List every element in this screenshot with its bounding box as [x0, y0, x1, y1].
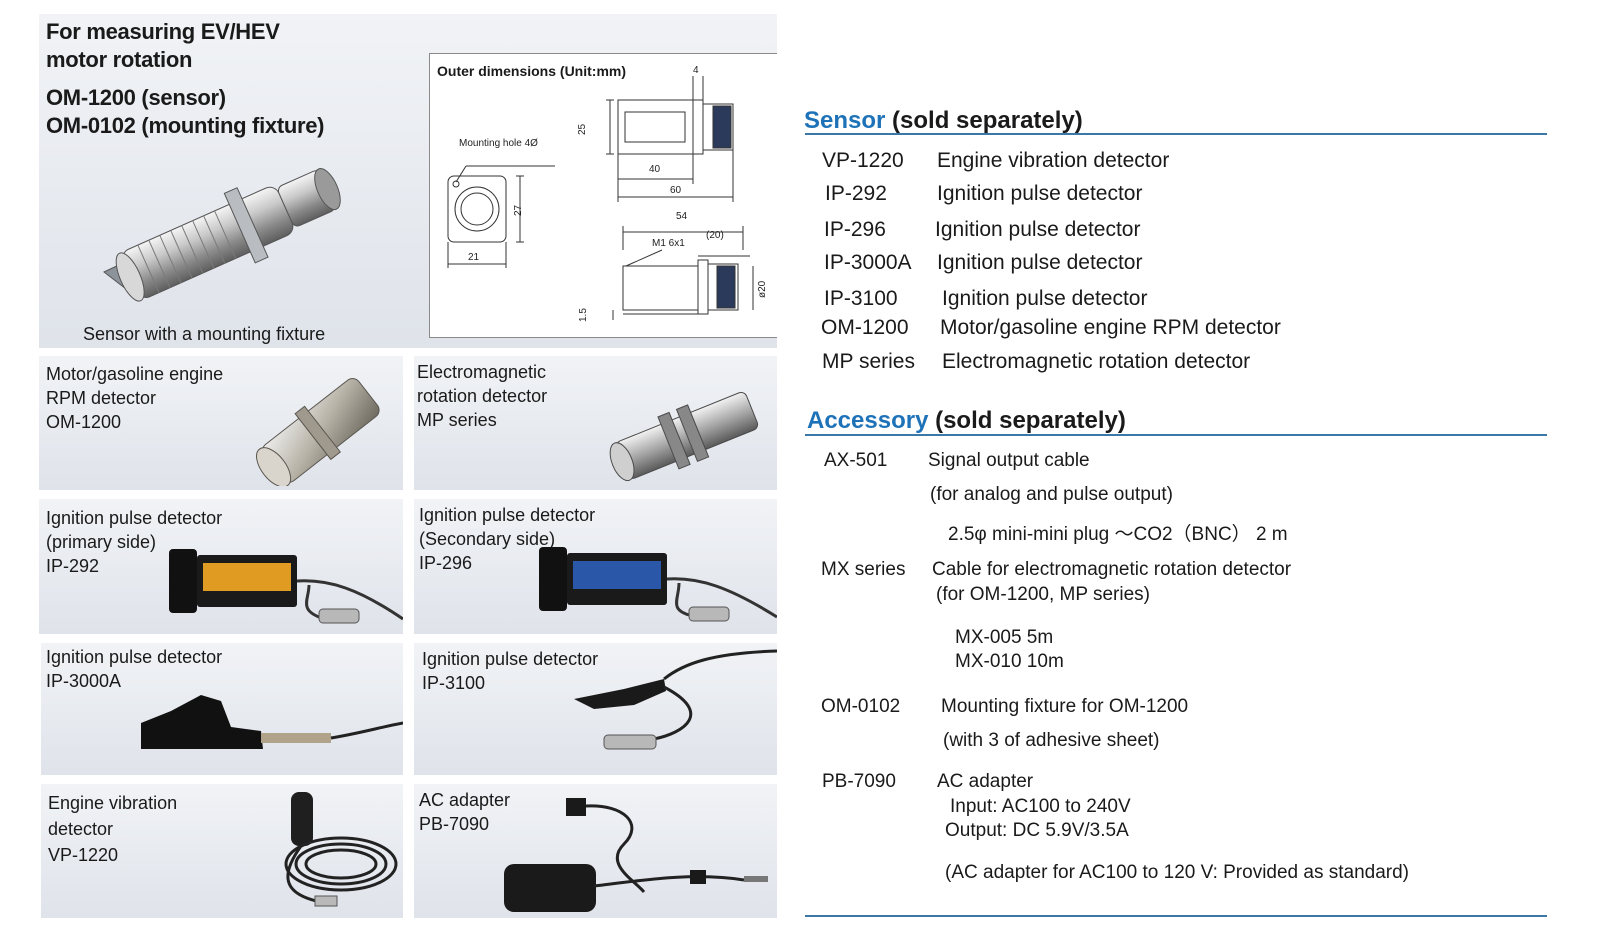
hero-model-fixture: OM-0102 (mounting fixture)	[46, 113, 325, 138]
vibration-detector-icon	[284, 792, 398, 907]
accessory-note-pb7090: (AC adapter for AC100 to 120 V: Provided…	[945, 862, 1410, 883]
accessory-note-ax501: (for analog and pulse output)	[930, 484, 1173, 505]
product-label: Ignition pulse detector (Secondary side)…	[419, 505, 596, 573]
sensor-model: IP-3100	[824, 287, 898, 310]
sensor-desc: Engine vibration detector	[937, 149, 1170, 172]
accessory-model-pb7090: PB-7090	[822, 771, 896, 792]
product-card-pb7090: AC adapter PB-7090	[414, 784, 777, 918]
dim-1-5: 1.5	[578, 308, 589, 322]
product-label: Ignition pulse detector IP-3100	[422, 649, 599, 693]
sensor-desc: Motor/gasoline engine RPM detector	[940, 316, 1281, 339]
hero-model-sensor: OM-1200 (sensor)	[46, 85, 226, 110]
accessory-desc-mx: Cable for electromagnetic rotation detec…	[932, 559, 1292, 580]
sensor-divider	[805, 133, 1547, 135]
ac-adapter-icon	[504, 798, 768, 912]
product-label: Ignition pulse detector (primary side) I…	[46, 508, 223, 576]
product-card-ip3000a: Ignition pulse detector IP-3000A	[41, 643, 403, 775]
sensor-model: OM-1200	[821, 316, 909, 339]
ignition-clamp-orange-icon	[169, 549, 403, 624]
product-label: Motor/gasoline engine RPM detector OM-12…	[46, 364, 224, 432]
accessory-output-pb7090: Output: DC 5.9V/3.5A	[945, 820, 1129, 841]
accessory-divider	[805, 434, 1547, 436]
accessory-model-om0102: OM-0102	[821, 696, 901, 717]
hero-panel: For measuring EV/HEV motor rotation OM-1…	[39, 14, 777, 348]
product-card-om1200: Motor/gasoline engine RPM detector OM-12…	[39, 356, 403, 490]
dim-20-paren: (20)	[706, 230, 724, 241]
dim-40: 40	[649, 164, 661, 175]
ignition-clip-icon	[574, 649, 777, 750]
sensor-model: IP-296	[824, 218, 886, 241]
accessory-option-mx005: MX-005 5m	[955, 627, 1054, 648]
accessory-title-rest: (sold separately)	[935, 407, 1126, 434]
product-card-vp1220: Engine vibration detector VP-1220	[41, 784, 403, 918]
dimensions-title: Outer dimensions (Unit:mm)	[437, 63, 627, 79]
sensor-desc: Ignition pulse detector	[937, 251, 1143, 274]
accessory-model-ax501: AX-501	[824, 450, 888, 471]
sensor-desc: Ignition pulse detector	[935, 218, 1141, 241]
product-label: Ignition pulse detector IP-3000A	[46, 647, 223, 691]
sensor-title-rest: (sold separately)	[892, 107, 1083, 134]
accessory-note-mx: (for OM-1200, MP series)	[936, 584, 1150, 605]
accessory-desc-om0102: Mounting fixture for OM-1200	[941, 696, 1189, 717]
dim-21: 21	[468, 252, 480, 263]
dim-mounting-hole: Mounting hole 4Ø	[459, 138, 538, 149]
product-label: AC adapter PB-7090	[419, 790, 511, 834]
dim-54: 54	[676, 211, 688, 222]
sensor-with-fixture-icon	[103, 168, 341, 302]
dim-4: 4	[693, 65, 699, 76]
accessory-model-mx: MX series	[821, 559, 906, 580]
accessory-desc-ax501: Signal output cable	[928, 450, 1090, 471]
sensor-model: IP-3000A	[824, 251, 912, 274]
dimension-lines	[447, 76, 754, 320]
product-label: Electromagnetic rotation detector MP ser…	[417, 362, 548, 430]
sensor-section-title: Sensor (sold separately)	[804, 107, 1083, 135]
accessory-title-highlight: Accessory	[807, 407, 929, 434]
product-card-ip296: Ignition pulse detector (Secondary side)…	[414, 499, 777, 634]
dim-thread: M1 6x1	[652, 238, 685, 249]
product-card-mp-series: Electromagnetic rotation detector MP ser…	[414, 356, 777, 490]
dim-20-diameter: ø20	[757, 280, 768, 298]
accessory-input-pb7090: Input: AC100 to 240V	[950, 796, 1131, 817]
ignition-probe-icon	[141, 695, 403, 749]
sensor-desc: Ignition pulse detector	[937, 182, 1143, 205]
accessory-note-om0102: (with 3 of adhesive sheet)	[943, 730, 1160, 751]
ignition-clamp-blue-icon	[539, 547, 777, 622]
outer-dimensions-drawing: Outer dimensions (Unit:mm)	[429, 53, 777, 338]
product-card-ip292: Ignition pulse detector (primary side) I…	[39, 499, 403, 634]
electromagnetic-detector-icon	[609, 391, 759, 482]
accessory-desc-pb7090: AC adapter	[937, 771, 1034, 792]
product-label: Engine vibration detector VP-1220	[48, 793, 178, 865]
sensor-title-highlight: Sensor	[804, 107, 886, 134]
rpm-detector-icon	[256, 378, 380, 486]
dim-25: 25	[577, 123, 588, 135]
accessory-detail-ax501: 2.5φ mini-mini plug ～CO2（BNC） 2 m	[948, 524, 1288, 545]
hero-caption: Sensor with a mounting fixture	[83, 324, 326, 344]
dim-27: 27	[513, 204, 524, 216]
sensor-model: MP series	[822, 350, 915, 373]
accessory-option-mx010: MX-010 10m	[955, 651, 1064, 672]
sensor-model: IP-292	[825, 182, 887, 205]
accessory-section-title: Accessory (sold separately)	[807, 407, 1126, 435]
hero-title: For measuring EV/HEV motor rotation	[46, 19, 280, 72]
product-card-ip3100: Ignition pulse detector IP-3100	[414, 643, 777, 775]
hero-models: OM-1200 (sensor) OM-0102 (mounting fixtu…	[46, 84, 325, 140]
sensor-desc: Electromagnetic rotation detector	[942, 350, 1251, 373]
sensor-model: VP-1220	[822, 149, 904, 172]
sensor-desc: Ignition pulse detector	[942, 287, 1148, 310]
bottom-divider	[805, 915, 1547, 917]
dim-60: 60	[670, 185, 682, 196]
